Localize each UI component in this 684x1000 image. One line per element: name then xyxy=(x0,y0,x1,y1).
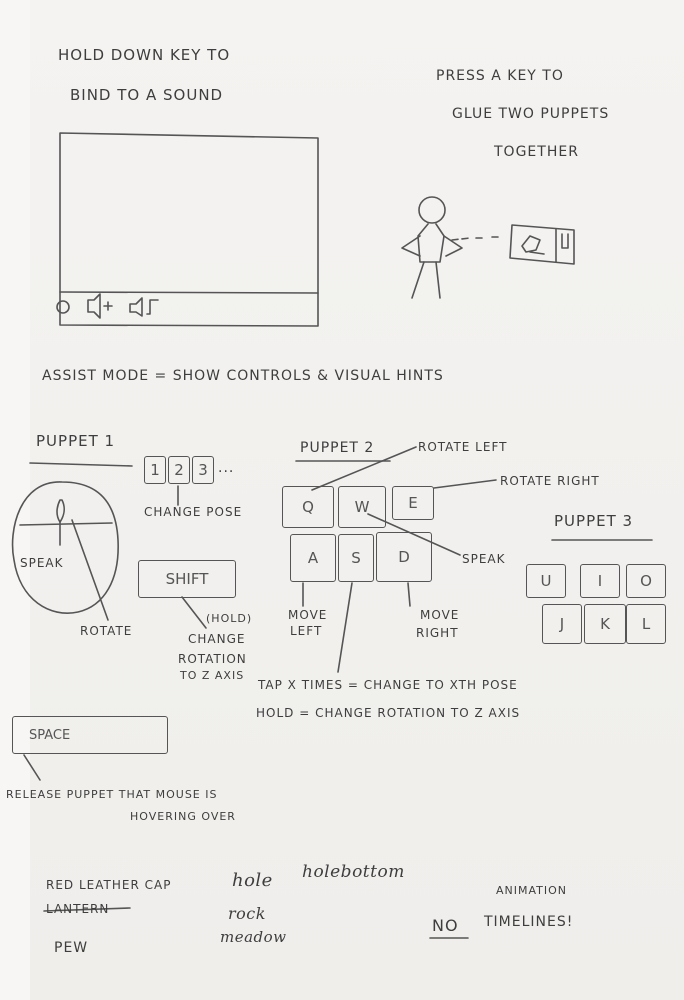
word-no: NO xyxy=(432,916,459,935)
key-d[interactable]: D xyxy=(376,532,432,582)
key-s[interactable]: S xyxy=(338,534,374,582)
change-rotation-line-1: CHANGE xyxy=(188,632,246,646)
puppet1-title: PUPPET 1 xyxy=(36,432,116,450)
hold-label: (HOLD) xyxy=(206,612,253,625)
rotate-left-pointer xyxy=(311,446,417,491)
record-icon xyxy=(56,300,70,314)
mouse-outline xyxy=(11,481,119,614)
key-a[interactable]: A xyxy=(290,534,336,582)
word-rock: rock xyxy=(228,904,266,923)
speak-pointer xyxy=(367,513,461,556)
speak-label-puppet2: SPEAK xyxy=(462,552,506,566)
bind-sound-line-2: BIND TO A SOUND xyxy=(70,86,224,104)
key-w[interactable]: W xyxy=(338,486,386,528)
word-holebottom: holebottom xyxy=(302,862,405,882)
rotate-pointer xyxy=(71,519,109,621)
word-hole: hole xyxy=(232,870,273,891)
sound-window-toolbar-line xyxy=(59,291,319,294)
mouse-button-divider xyxy=(19,522,113,526)
key-q[interactable]: Q xyxy=(282,486,334,528)
puppet3-title: PUPPET 3 xyxy=(554,512,634,530)
shift-pointer xyxy=(181,596,207,629)
move-right-pointer xyxy=(407,582,411,607)
change-rotation-line-2: ROTATION xyxy=(178,652,247,666)
space-note-line-1: RELEASE PUPPET THAT MOUSE IS xyxy=(6,788,218,801)
pose-key-3[interactable]: 3 xyxy=(192,456,214,484)
assist-mode-note: ASSIST MODE = SHOW CONTROLS & VISUAL HIN… xyxy=(42,368,444,384)
glue-line-1: PRESS A KEY TO xyxy=(436,68,564,84)
speaker-plus-icon xyxy=(87,293,113,319)
pose-key-2[interactable]: 2 xyxy=(168,456,190,484)
figure-body xyxy=(417,223,445,263)
glue-puppet-u xyxy=(561,233,569,249)
glue-puppet-figure xyxy=(521,235,545,255)
key-o[interactable]: O xyxy=(626,564,666,598)
word-animation: ANIMATION xyxy=(496,884,568,897)
mouse-scroll-wheel xyxy=(56,499,65,523)
glue-line-2: GLUE TWO PUPPETS xyxy=(452,106,610,122)
figure-legs xyxy=(411,261,441,299)
space-key[interactable]: SPACE xyxy=(12,716,168,754)
glue-puppet-window xyxy=(509,224,575,265)
figure-head xyxy=(418,196,446,224)
bind-sound-line-1: HOLD DOWN KEY TO xyxy=(58,46,231,64)
tap-note: TAP X TIMES = CHANGE TO XTH POSE xyxy=(258,678,518,692)
rotate-right-pointer xyxy=(433,479,497,489)
move-right-line-2: RIGHT xyxy=(416,626,459,640)
space-note-line-2: HOVERING OVER xyxy=(130,810,236,823)
move-left-line-2: LEFT xyxy=(290,624,323,638)
rotate-right-label: ROTATE RIGHT xyxy=(500,474,600,488)
glue-line-3: TOGETHER xyxy=(494,144,579,160)
pose-key-1[interactable]: 1 xyxy=(144,456,166,484)
word-meadow: meadow xyxy=(220,928,287,946)
speak-label-puppet1: SPEAK xyxy=(20,556,64,570)
shift-key[interactable]: SHIFT xyxy=(138,560,236,598)
puppet1-title-underline xyxy=(29,462,133,467)
tap-pointer xyxy=(337,582,353,673)
puppet2-title: PUPPET 2 xyxy=(300,440,375,456)
key-k[interactable]: K xyxy=(584,604,626,644)
move-left-line-1: MOVE xyxy=(288,608,328,622)
rotate-label: ROTATE xyxy=(80,624,133,638)
key-e[interactable]: E xyxy=(392,486,434,520)
word-pew: PEW xyxy=(54,940,89,956)
rotate-left-label: ROTATE LEFT xyxy=(418,440,508,454)
change-pose-label: CHANGE POSE xyxy=(144,505,243,519)
speaker-note-icon xyxy=(129,297,159,317)
word-red-leather-cap: RED LEATHER CAP xyxy=(46,878,172,892)
key-u[interactable]: U xyxy=(526,564,566,598)
hold-note: HOLD = CHANGE ROTATION TO Z AXIS xyxy=(256,706,521,720)
figure-left-arm xyxy=(401,235,421,257)
key-l[interactable]: L xyxy=(626,604,666,644)
glue-dashes xyxy=(451,236,503,241)
space-pointer xyxy=(23,754,41,781)
sound-window-frame xyxy=(59,132,319,327)
move-right-line-1: MOVE xyxy=(420,608,460,622)
pose-more: ... xyxy=(218,460,235,476)
word-timelines: TIMELINES! xyxy=(484,914,574,930)
key-j[interactable]: J xyxy=(542,604,582,644)
change-rotation-line-3: TO Z AXIS xyxy=(180,669,245,682)
lantern-strike xyxy=(43,907,131,912)
word-lantern: LANTERN xyxy=(46,902,110,916)
figure-right-arm xyxy=(443,235,463,257)
key-i[interactable]: I xyxy=(580,564,620,598)
